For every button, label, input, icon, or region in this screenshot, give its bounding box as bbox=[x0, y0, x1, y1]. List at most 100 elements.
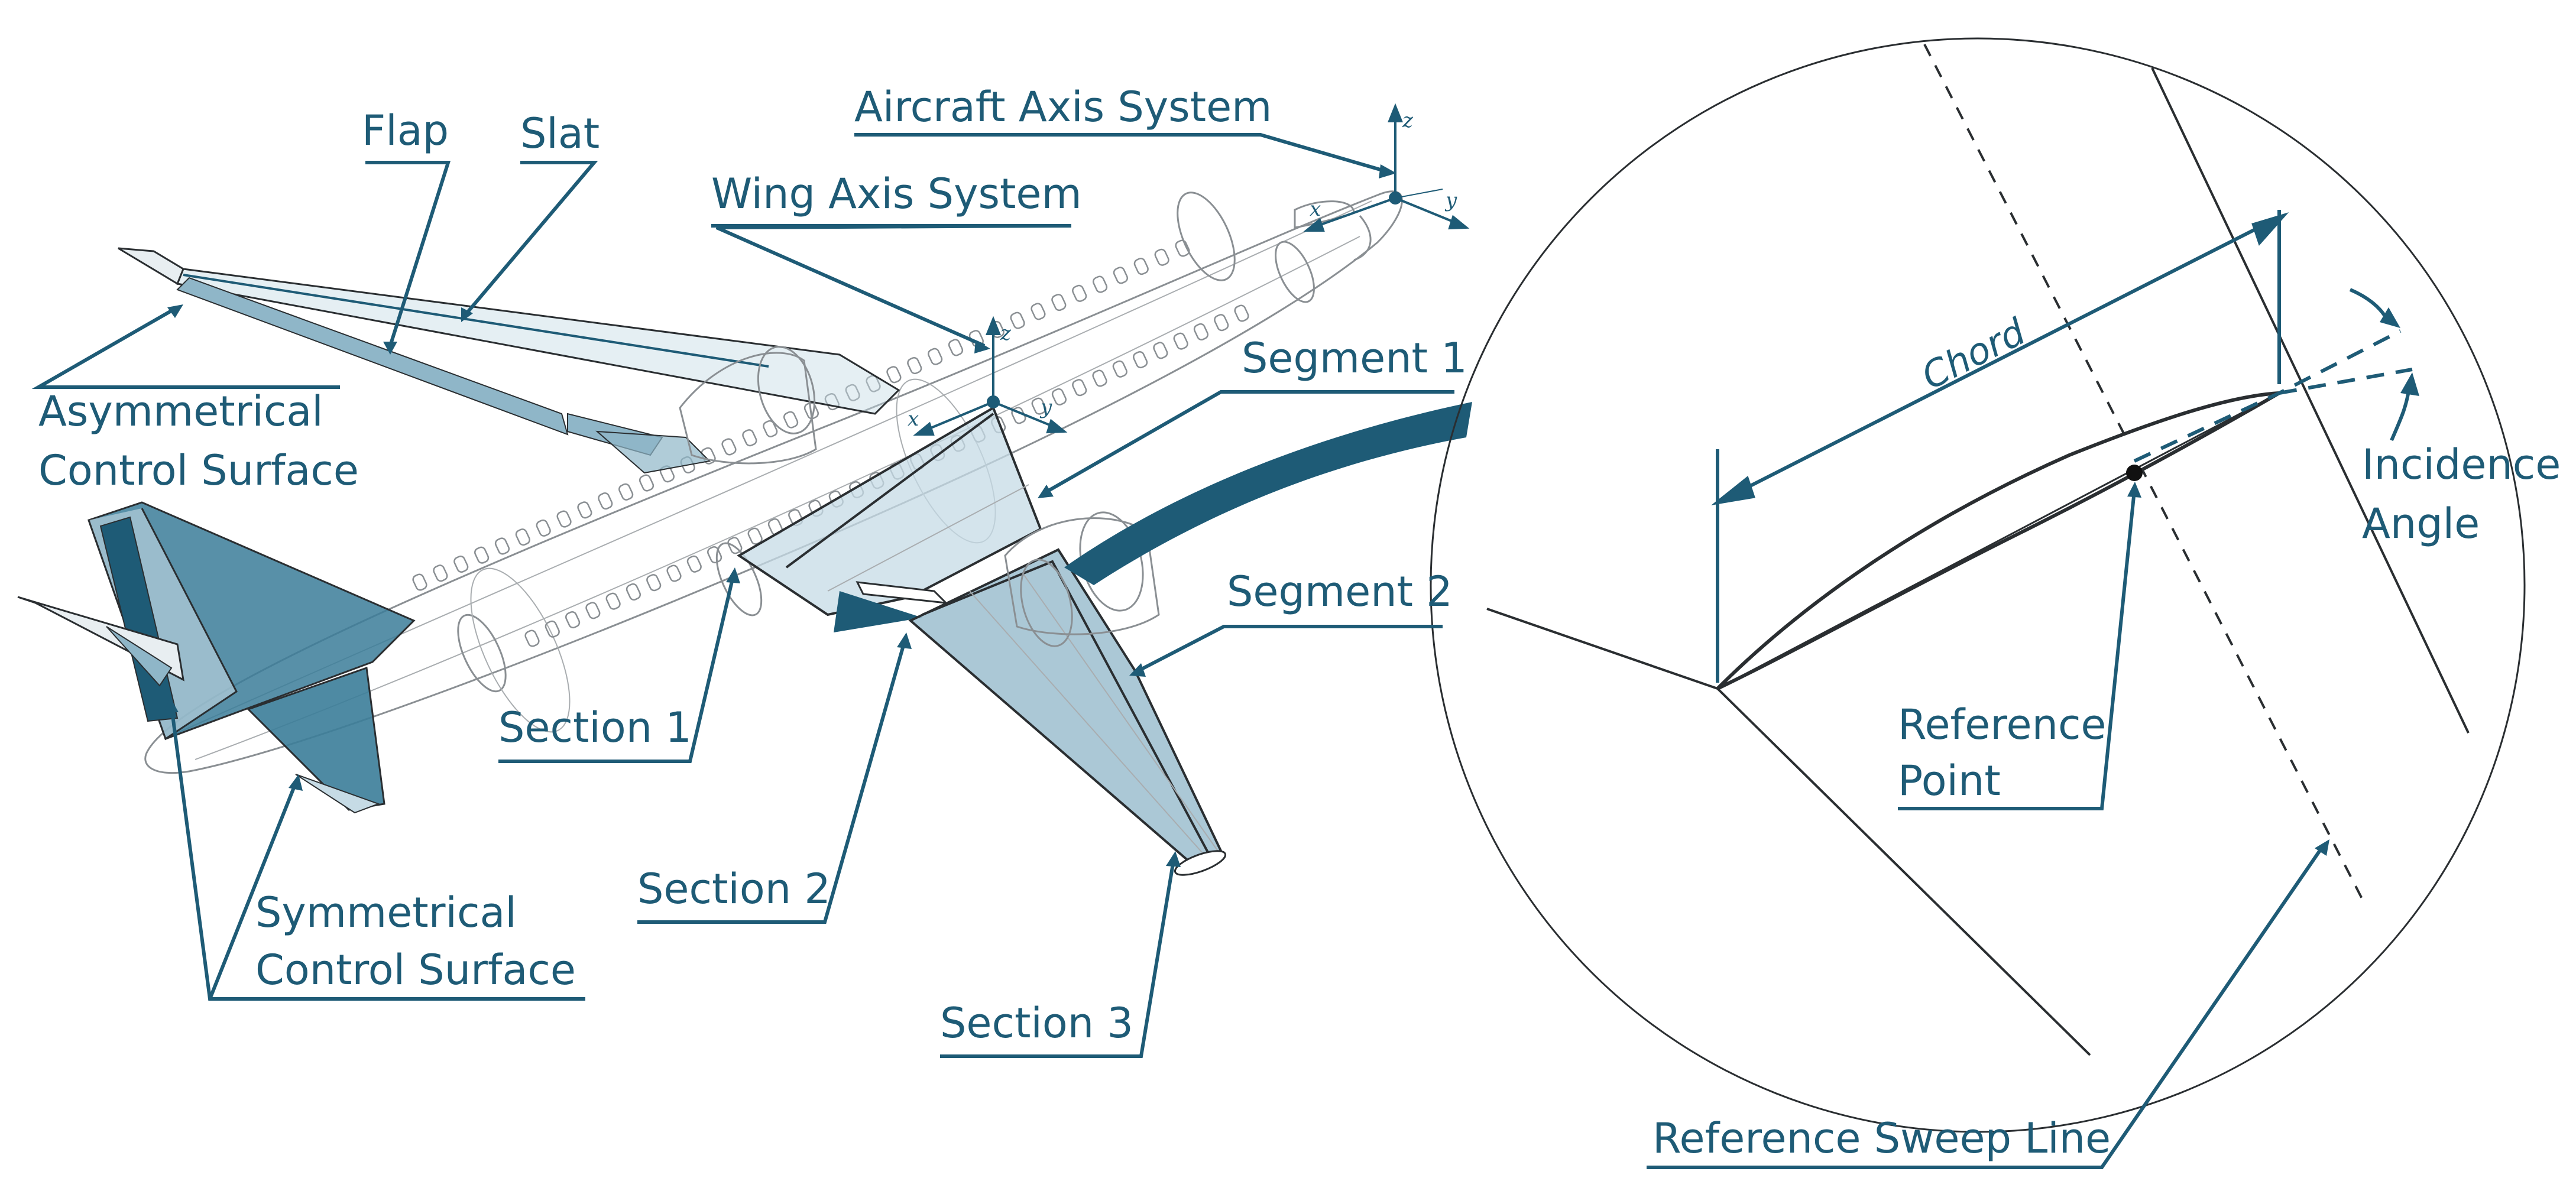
fuselage-window bbox=[556, 510, 572, 528]
label-section-3: Section 3 bbox=[940, 999, 1133, 1047]
wing-axis-x-label: x bbox=[908, 407, 919, 431]
far-engine bbox=[679, 352, 817, 465]
aircraft-axis-y-label: y bbox=[1444, 189, 1457, 212]
magnifier-ribbon bbox=[1064, 402, 1472, 585]
label-symmetrical-line1: Symmetrical bbox=[255, 888, 517, 937]
leading-edge-line bbox=[1486, 608, 2091, 1056]
aircraft-axis-triad bbox=[1303, 103, 1470, 232]
fuselage-window bbox=[1154, 248, 1169, 266]
fuselage bbox=[144, 190, 1403, 774]
aileron-surface bbox=[176, 277, 569, 436]
trailing-edge-line bbox=[2151, 67, 2470, 734]
fuselage-window bbox=[783, 411, 799, 429]
detail-view: Chord bbox=[1430, 37, 2526, 1133]
fuselage-window bbox=[545, 620, 560, 638]
label-reference-point-line1: Reference bbox=[1898, 700, 2107, 749]
label-section-1: Section 1 bbox=[498, 703, 692, 752]
outer-wing-segment bbox=[908, 548, 1226, 868]
horizontal-stabilizer bbox=[247, 666, 385, 811]
fuselage-window bbox=[1072, 284, 1087, 302]
label-slat: Slat bbox=[520, 109, 600, 158]
wing-axis-y-label: y bbox=[1039, 395, 1052, 419]
reference-sweep-line bbox=[1923, 44, 2366, 905]
fuselage-window bbox=[433, 564, 448, 582]
fuselage-window bbox=[1092, 369, 1107, 387]
wing-tip bbox=[1174, 850, 1227, 876]
near-engine bbox=[1004, 517, 1160, 635]
fuselage-window bbox=[707, 546, 722, 564]
fuselage-window bbox=[763, 420, 778, 437]
fuselage-window bbox=[866, 375, 881, 392]
incidence-arc-lower bbox=[2390, 387, 2411, 442]
fuselage-window bbox=[494, 537, 510, 555]
fuselage-window bbox=[1113, 267, 1129, 284]
fuselage-window bbox=[948, 339, 964, 356]
label-flap: Flap bbox=[362, 106, 449, 155]
aircraft-axis-x-label: x bbox=[1310, 197, 1321, 221]
fuselage-window bbox=[605, 592, 621, 610]
fuselage-window bbox=[1153, 342, 1168, 359]
fuselage-window bbox=[907, 356, 922, 375]
chord-label: Chord bbox=[1915, 310, 2033, 398]
label-asymmetrical-line1: Asymmetrical bbox=[38, 387, 323, 436]
fuselage-window bbox=[626, 583, 641, 601]
aircraft-wireframe bbox=[17, 190, 1403, 876]
fuselage-window bbox=[618, 483, 634, 501]
aircraft-axis-z-label: z bbox=[1402, 109, 1414, 132]
fuselage-window bbox=[845, 384, 860, 401]
fuselage-window bbox=[515, 528, 530, 546]
fuselage-window bbox=[686, 555, 702, 573]
fuselage-window bbox=[639, 474, 654, 492]
label-reference-point-line2: Point bbox=[1898, 757, 2001, 805]
leader-lines bbox=[31, 133, 2329, 1169]
label-incidence-line2: Angle bbox=[2362, 499, 2480, 548]
fuselage-window bbox=[524, 629, 540, 647]
fuselage-window bbox=[1072, 379, 1087, 397]
label-incidence-line1: Incidence bbox=[2362, 440, 2561, 489]
fuselage-window bbox=[928, 348, 943, 365]
fuselage-window bbox=[598, 492, 613, 510]
fuselage-window bbox=[1214, 314, 1229, 332]
fuselage-window bbox=[727, 537, 743, 554]
fuselage-window bbox=[1112, 360, 1127, 378]
fuselage-window bbox=[1092, 275, 1108, 293]
fuselage-window bbox=[1031, 397, 1046, 415]
fuselage-window bbox=[565, 611, 581, 629]
fuselage-window bbox=[577, 501, 592, 519]
fuselage-window bbox=[1031, 303, 1046, 320]
fuselage-window bbox=[536, 519, 551, 537]
fuselage-window bbox=[646, 574, 662, 592]
far-stabilizer bbox=[17, 596, 184, 682]
fuselage-window bbox=[1175, 239, 1190, 257]
wing-axis-triad bbox=[913, 316, 1068, 436]
fuselage-window bbox=[585, 602, 601, 619]
fuselage-window bbox=[742, 429, 757, 447]
label-aircraft-axis-system: Aircraft Axis System bbox=[854, 83, 1272, 131]
fuselage-window bbox=[1193, 323, 1209, 340]
fuselage-window bbox=[1133, 258, 1149, 275]
label-segment-2: Segment 2 bbox=[1227, 567, 1453, 616]
fuselage-window bbox=[453, 555, 469, 573]
label-asymmetrical-line2: Control Surface bbox=[38, 446, 359, 495]
fuselage-window bbox=[803, 402, 819, 420]
fuselage-window bbox=[1010, 311, 1025, 329]
fuselage-window bbox=[412, 573, 427, 591]
label-section-2: Section 2 bbox=[637, 865, 831, 913]
label-reference-sweep-line: Reference Sweep Line bbox=[1652, 1114, 2111, 1163]
fuselage-window bbox=[474, 546, 490, 564]
detail-circle bbox=[1430, 37, 2526, 1133]
wing-axis-z-label: z bbox=[1000, 322, 1012, 345]
fuselage-window bbox=[666, 564, 682, 582]
label-symmetrical-line2: Control Surface bbox=[255, 946, 576, 994]
chord-dimension bbox=[1711, 210, 2289, 683]
fuselage-window bbox=[1051, 388, 1067, 405]
fuselage-window bbox=[824, 393, 840, 411]
fuselage-window bbox=[1132, 351, 1148, 369]
fuselage-window bbox=[1234, 304, 1249, 322]
label-wing-axis-system: Wing Axis System bbox=[711, 170, 1082, 218]
fuselage-window bbox=[886, 366, 902, 384]
near-wing bbox=[737, 406, 1042, 616]
reference-point-dot bbox=[2126, 465, 2143, 481]
label-segment-1: Segment 1 bbox=[1242, 334, 1467, 382]
